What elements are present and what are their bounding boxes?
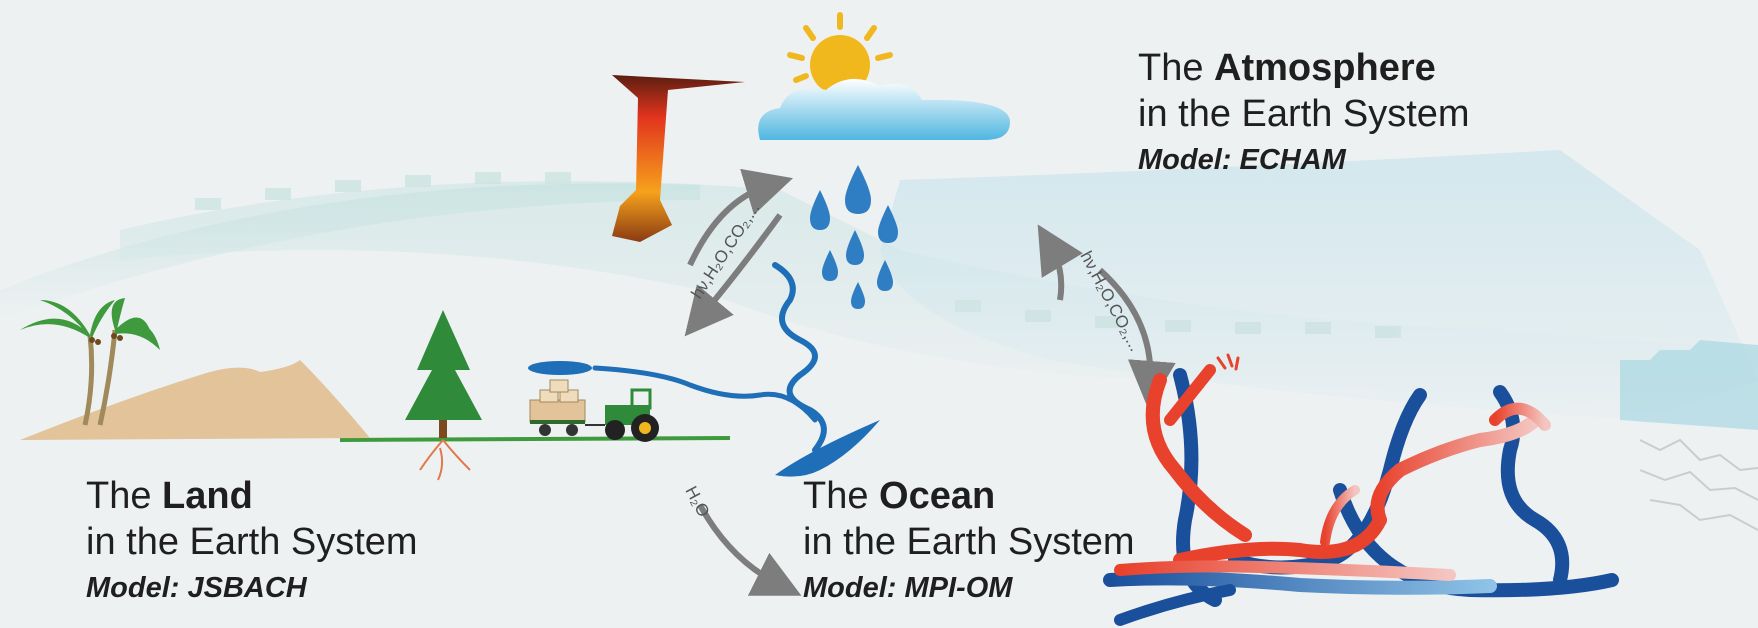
- land-name: Land: [162, 475, 253, 517]
- ocean-model: Model: MPI-OM: [803, 572, 1013, 605]
- volcano-icon: [612, 75, 745, 242]
- land-subtitle: in the Earth System: [86, 520, 418, 563]
- atmosphere-model: Model: ECHAM: [1138, 144, 1346, 177]
- sand-dunes: [20, 360, 370, 440]
- palm-tree-icon: [20, 298, 160, 426]
- ocean-prefix: The: [803, 475, 869, 517]
- atmosphere-prefix: The: [1138, 47, 1204, 89]
- ground-line: [339, 436, 731, 442]
- coastline-outline: [1639, 438, 1758, 531]
- ocean-label: The Ocean in the Earth System Model: MPI…: [803, 474, 1135, 606]
- atmosphere-name: Atmosphere: [1214, 47, 1436, 89]
- tractor-icon: [529, 379, 659, 442]
- ocean-current-icon: [1103, 353, 1619, 626]
- atmosphere-label: The Atmosphere in the Earth System Model…: [1138, 46, 1470, 178]
- land-ocean-arrow: [697, 503, 802, 596]
- land-model: Model: JSBACH: [86, 572, 307, 605]
- atmosphere-subtitle: in the Earth System: [1138, 92, 1470, 135]
- ocean-name: Ocean: [879, 475, 996, 517]
- land-prefix: The: [86, 475, 152, 517]
- cloud-icon: [758, 78, 1010, 140]
- raindrop-icon: [810, 165, 898, 309]
- ocean-atmosphere-arrows: [1037, 224, 1176, 409]
- ocean-subtitle: in the Earth System: [803, 520, 1135, 563]
- river-icon: [528, 262, 880, 477]
- land-atmosphere-arrows: [684, 168, 793, 337]
- fir-tree-icon: [405, 310, 482, 481]
- land-label: The Land in the Earth System Model: JSBA…: [86, 474, 418, 606]
- atmosphere-band: [0, 150, 1758, 430]
